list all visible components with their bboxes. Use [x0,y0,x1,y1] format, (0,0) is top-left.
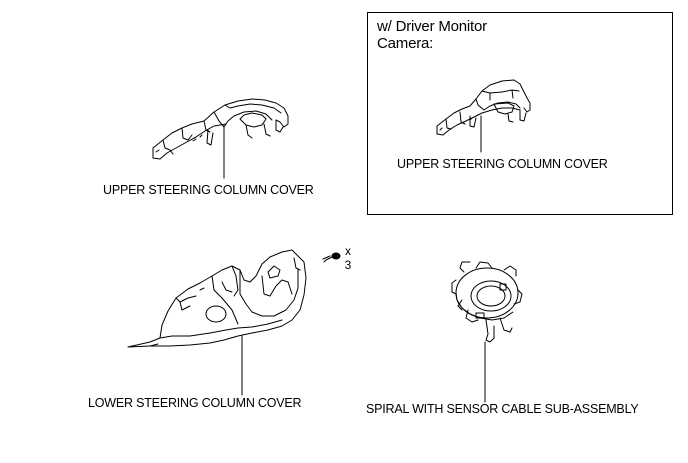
screw-qty-symbol: x [345,244,351,258]
variant-inset-box: w/ Driver Monitor Camera: [367,12,673,215]
inset-upper-cover-label: UPPER STEERING COLUMN COVER [397,157,608,171]
screw-drawing [322,252,341,263]
inset-upper-cover-drawing [436,79,531,136]
spiral-cable-drawing [451,261,523,343]
lower-cover-drawing [127,249,307,348]
screw-qty-value: 3 [344,258,352,272]
inset-title-line2: Camera: [377,35,434,52]
upper-cover-drawing [152,98,289,160]
inset-title: w/ Driver Monitor Camera: [377,18,487,52]
inset-title-line1: w/ Driver Monitor [377,18,487,35]
spiral-cable-label: SPIRAL WITH SENSOR CABLE SUB-ASSEMBLY [366,402,639,416]
lower-cover-label: LOWER STEERING COLUMN COVER [88,396,302,410]
upper-cover-label: UPPER STEERING COLUMN COVER [103,183,314,197]
